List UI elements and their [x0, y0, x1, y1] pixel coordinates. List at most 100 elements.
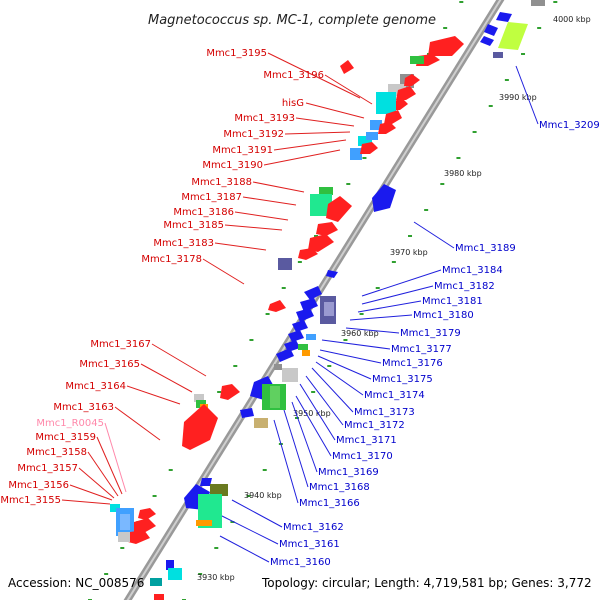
label-connector	[61, 499, 111, 505]
label-connector	[321, 339, 391, 350]
gene-label-mmc1-3187[interactable]: Mmc1_3187	[181, 192, 242, 203]
label-connector	[357, 300, 422, 313]
label-connector	[267, 52, 361, 99]
gene-label-hisg[interactable]: hisG	[282, 98, 304, 109]
gene-label-mmc1-3182[interactable]: Mmc1_3182	[434, 281, 495, 292]
scale-tick	[230, 521, 235, 523]
label-connector	[349, 314, 413, 321]
gene-label-mmc1-3155[interactable]: Mmc1_3155	[0, 495, 61, 506]
gene-label-mmc1-3159[interactable]: Mmc1_3159	[35, 432, 96, 443]
scale-label: 3970 kbp	[390, 248, 428, 257]
gene-label-mmc1-3189[interactable]: Mmc1_3189	[455, 243, 516, 254]
cog-gene-box	[498, 22, 528, 50]
gene-box	[274, 364, 282, 370]
gene-label-mmc1-3195[interactable]: Mmc1_3195	[206, 48, 267, 59]
gene-label-mmc1-3180[interactable]: Mmc1_3180	[413, 310, 474, 321]
gene-label-mmc1-3191[interactable]: Mmc1_3191	[212, 145, 273, 156]
gene-label-mmc1-3186[interactable]: Mmc1_3186	[173, 207, 234, 218]
gene-label-mmc1-3169[interactable]: Mmc1_3169	[318, 467, 379, 478]
gene-label-mmc1-3158[interactable]: Mmc1_3158	[26, 447, 87, 458]
scale-tick	[249, 339, 254, 341]
gene-box	[154, 594, 164, 600]
scale-tick	[120, 547, 125, 549]
reverse-gene-arrow	[296, 308, 314, 322]
gene-box	[324, 302, 334, 316]
label-connectors	[61, 52, 539, 563]
gene-label-mmc1-3156[interactable]: Mmc1_3156	[8, 480, 69, 491]
reverse-gene-labels: Mmc1_3209 Mmc1_3189 Mmc1_3184 Mmc1_3182 …	[270, 120, 600, 568]
gene-label-mmc1-3209[interactable]: Mmc1_3209	[539, 120, 600, 131]
gene-label-mmc1-3165[interactable]: Mmc1_3165	[79, 359, 140, 370]
label-connector	[361, 269, 442, 297]
cog-gene-box	[376, 92, 396, 114]
scale-tick	[327, 365, 332, 367]
scale-tick	[456, 157, 461, 159]
gene-label-mmc1-3178[interactable]: Mmc1_3178	[141, 254, 202, 265]
gene-box	[150, 578, 162, 586]
cog-gene-box	[410, 56, 424, 64]
gene-label-mmc1-3185[interactable]: Mmc1_3185	[163, 220, 224, 231]
gene-label-mmc1-3162[interactable]: Mmc1_3162	[283, 522, 344, 533]
gene-label-mmc1-3193[interactable]: Mmc1_3193	[234, 113, 295, 124]
gene-label-mmc1-3171[interactable]: Mmc1_3171	[336, 435, 397, 446]
scale-label: 3950 kbp	[293, 409, 331, 418]
label-connector	[515, 65, 539, 125]
reverse-gene-arrow	[200, 478, 212, 486]
cog-gene-box	[366, 132, 378, 140]
forward-gene-labels: Mmc1_3195 Mmc1_3196 hisG Mmc1_3193 Mmc1_…	[0, 48, 324, 506]
gene-box	[254, 418, 268, 428]
gene-box	[531, 0, 545, 6]
gene-label-mmc1-3170[interactable]: Mmc1_3170	[332, 451, 393, 462]
cog-gene-box	[358, 136, 372, 146]
gene-label-mmc1-3190[interactable]: Mmc1_3190	[202, 160, 263, 171]
forward-gene-arrow	[326, 196, 352, 222]
scale-tick	[314, 235, 319, 237]
gene-label-mmc1-3176[interactable]: Mmc1_3176	[382, 358, 443, 369]
gene-label-mmc1-r0045[interactable]: Mmc1_R0045	[36, 418, 104, 429]
scale-tick	[104, 573, 109, 575]
gene-label-mmc1-3173[interactable]: Mmc1_3173	[354, 407, 415, 418]
label-connector	[96, 436, 123, 495]
gene-label-mmc1-3192[interactable]: Mmc1_3192	[223, 129, 284, 140]
gene-label-mmc1-3175[interactable]: Mmc1_3175	[372, 374, 433, 385]
label-connector	[305, 102, 365, 119]
label-connector	[311, 367, 354, 413]
cog-gene-box	[110, 504, 120, 512]
gene-label-mmc1-3168[interactable]: Mmc1_3168	[309, 482, 370, 493]
gene-label-mmc1-3161[interactable]: Mmc1_3161	[279, 539, 340, 550]
gene-label-mmc1-3157[interactable]: Mmc1_3157	[17, 463, 78, 474]
cog-gene-box	[168, 568, 182, 580]
gene-label-mmc1-3174[interactable]: Mmc1_3174	[364, 390, 425, 401]
gene-label-mmc1-3188[interactable]: Mmc1_3188	[191, 177, 252, 188]
scale-tick	[214, 547, 219, 549]
cog-gene-box	[310, 194, 332, 216]
gene-label-mmc1-3184[interactable]: Mmc1_3184	[442, 265, 503, 276]
gene-label-mmc1-3172[interactable]: Mmc1_3172	[344, 420, 405, 431]
gene-label-mmc1-3166[interactable]: Mmc1_3166	[299, 498, 360, 509]
gene-box	[282, 368, 298, 382]
scale-tick	[233, 365, 238, 367]
forward-gene-arrow	[404, 74, 420, 86]
scale-tick	[553, 1, 558, 3]
gene-label-mmc1-3164[interactable]: Mmc1_3164	[65, 381, 126, 392]
gene-label-mmc1-3163[interactable]: Mmc1_3163	[53, 402, 114, 413]
gene-label-mmc1-3181[interactable]: Mmc1_3181	[422, 296, 483, 307]
forward-gene-arrow	[396, 86, 416, 100]
gene-box	[166, 560, 174, 570]
gene-label-mmc1-3177[interactable]: Mmc1_3177	[391, 344, 452, 355]
gene-label-mmc1-3167[interactable]: Mmc1_3167	[90, 339, 151, 350]
scale-label: 3940 kbp	[244, 491, 282, 500]
label-connector	[242, 196, 297, 206]
label-connector	[217, 513, 279, 545]
gene-label-mmc1-3183[interactable]: Mmc1_3183	[153, 238, 214, 249]
gene-label-mmc1-3160[interactable]: Mmc1_3160	[270, 557, 331, 568]
scale-tick	[246, 495, 251, 497]
scale-tick	[311, 391, 316, 393]
cog-gene-box	[120, 514, 130, 530]
forward-gene-arrow	[316, 222, 338, 236]
gene-label-mmc1-3196[interactable]: Mmc1_3196	[263, 70, 324, 81]
reverse-gene-arrow	[484, 24, 498, 36]
gene-label-mmc1-3179[interactable]: Mmc1_3179	[400, 328, 461, 339]
label-connector	[273, 139, 347, 151]
cog-gene-box	[298, 344, 308, 350]
